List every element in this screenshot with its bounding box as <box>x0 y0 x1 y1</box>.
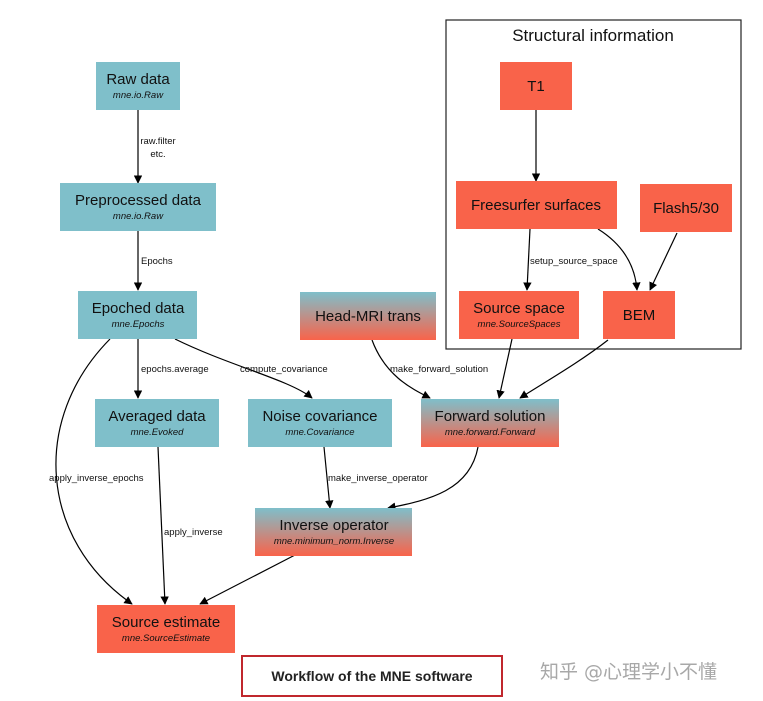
node-subtitle: mne.forward.Forward <box>445 427 536 438</box>
node-title: Forward solution <box>435 408 546 425</box>
node-subtitle: mne.SourceSpaces <box>478 319 561 330</box>
node-title: Flash5/30 <box>653 200 719 217</box>
edge-flash-bem <box>649 232 678 291</box>
node-source-estimate: Source estimate mne.SourceEstimate <box>97 605 235 653</box>
edge-label-etc: etc. <box>150 149 165 160</box>
node-subtitle: mne.Covariance <box>285 427 354 438</box>
node-averaged-data: Averaged data mne.Evoked <box>95 399 219 447</box>
node-forward-solution: Forward solution mne.forward.Forward <box>421 399 559 447</box>
node-title: Noise covariance <box>262 408 377 425</box>
node-subtitle: mne.io.Raw <box>113 211 164 222</box>
node-head-mri-trans: Head-MRI trans <box>300 292 436 340</box>
node-title: T1 <box>527 78 545 95</box>
node-t1: T1 <box>500 62 572 110</box>
node-title: Raw data <box>106 71 170 88</box>
node-preprocessed-data: Preprocessed data mne.io.Raw <box>60 183 216 231</box>
node-title: Source space <box>473 300 565 317</box>
edge-epoched-source-estimate <box>55 338 133 605</box>
watermark: 知乎 @心理学小不懂 <box>540 661 718 683</box>
edge-forward-inverse <box>387 446 479 511</box>
edge-label-compute-covariance: compute_covariance <box>240 364 328 375</box>
node-flash: Flash5/30 <box>640 184 732 232</box>
edge-label-make-forward-solution: make_forward_solution <box>390 364 488 375</box>
node-title: Freesurfer surfaces <box>471 197 601 214</box>
node-epoched-data: Epoched data mne.Epochs <box>78 291 197 339</box>
node-title: Source estimate <box>112 614 220 631</box>
edge-freesurfer-source-space <box>523 228 532 291</box>
node-bem: BEM <box>603 291 675 339</box>
edges <box>55 110 678 605</box>
edge-label-apply-inverse: apply_inverse <box>164 527 223 538</box>
edge-label-epochs: Epochs <box>141 256 173 267</box>
node-noise-covariance: Noise covariance mne.Covariance <box>248 399 392 447</box>
node-title: Averaged data <box>108 408 206 425</box>
structural-information-cluster: Structural information <box>445 19 742 350</box>
figure-caption: Workflow of the MNE software <box>241 655 503 697</box>
edge-label-apply-inverse-epochs: apply_inverse_epochs <box>49 473 144 484</box>
node-raw-data: Raw data mne.io.Raw <box>96 62 180 110</box>
node-subtitle: mne.minimum_norm.Inverse <box>274 536 394 547</box>
edge-averaged-source-estimate <box>157 446 169 605</box>
edge-label-make-inverse-operator: make_inverse_operator <box>328 473 428 484</box>
node-freesurfer-surfaces: Freesurfer surfaces <box>456 181 617 229</box>
node-title: Head-MRI trans <box>315 308 421 325</box>
edge-label-setup-source-space: setup_source_space <box>530 256 618 267</box>
node-subtitle: mne.Epochs <box>112 319 165 330</box>
node-subtitle: mne.io.Raw <box>113 90 164 101</box>
edge-bem-forward <box>519 339 609 399</box>
node-subtitle: mne.Evoked <box>131 427 185 438</box>
edge-head-mri-forward <box>371 339 431 399</box>
edge-source-space-forward <box>496 338 513 399</box>
node-title: Preprocessed data <box>75 192 202 209</box>
edge-epoched-noise-covariance <box>174 338 313 399</box>
node-inverse-operator: Inverse operator mne.minimum_norm.Invers… <box>255 508 412 556</box>
node-source-space: Source space mne.SourceSpaces <box>459 291 579 339</box>
edge-label-epochs-average: epochs.average <box>141 364 209 375</box>
node-title: BEM <box>623 307 656 324</box>
node-subtitle: mne.SourceEstimate <box>122 633 210 644</box>
edge-noise-covariance-inverse <box>323 446 334 509</box>
node-title: Inverse operator <box>279 517 388 534</box>
edge-freesurfer-bem <box>597 228 641 291</box>
edge-labels: raw.filter etc. Epochs epochs.average co… <box>49 136 618 538</box>
edge-inverse-source-estimate <box>199 554 296 605</box>
cluster-title: Structural information <box>512 26 674 45</box>
edge-label-raw-filter: raw.filter <box>140 136 175 147</box>
node-title: Epoched data <box>92 300 185 317</box>
